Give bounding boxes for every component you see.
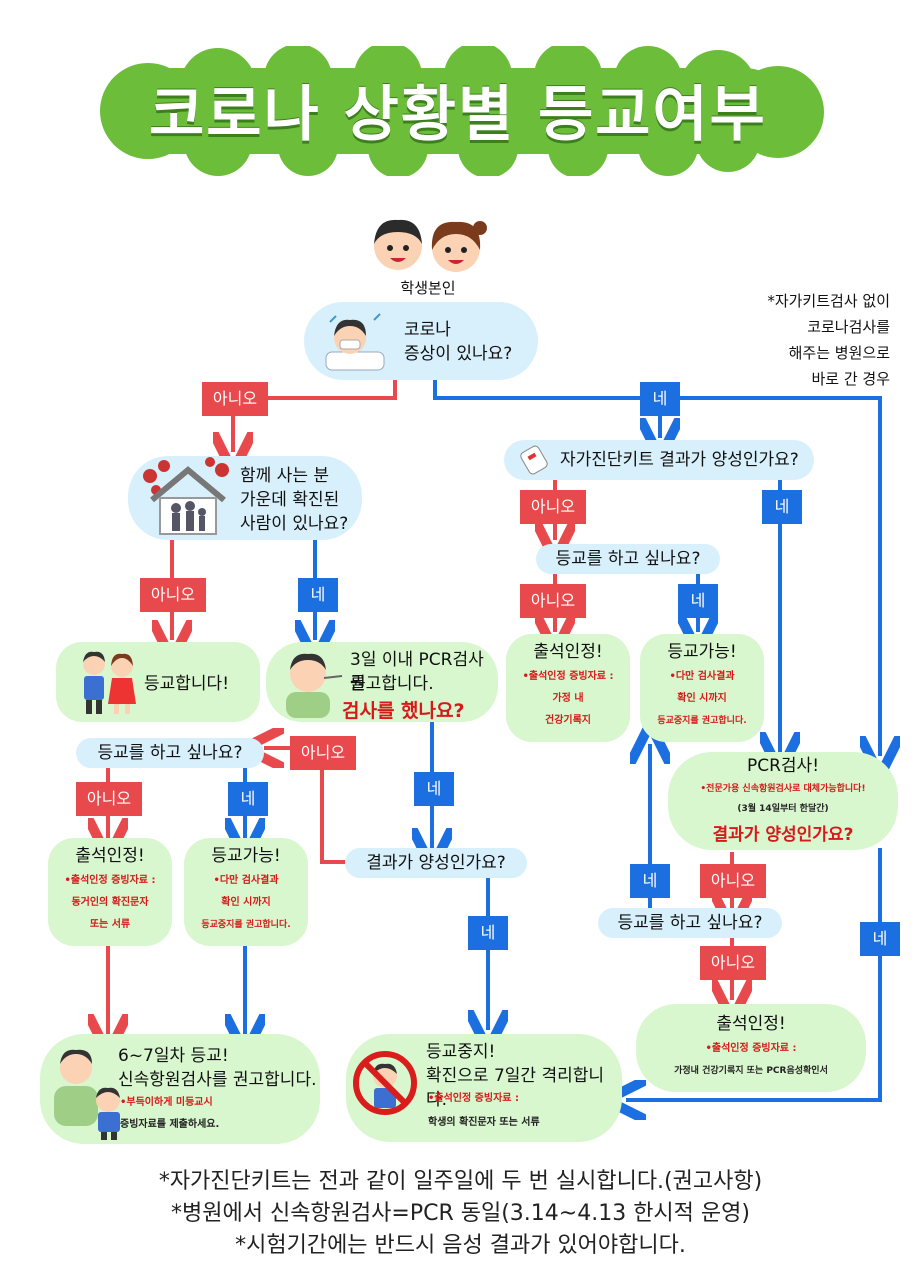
household-question-node: 함께 사는 분 가운데 확진된 사람이 있나요? [128,456,362,540]
pcr-test-note-2: (3월 14일부터 한달간) [737,804,829,814]
no-tag: 아니오 [700,946,766,980]
test-kit-icon [520,445,548,475]
no-tag: 아니오 [140,578,206,612]
canattend-right-note-3: 등교중지를 권고합니다. [657,716,747,726]
stop-note-1: •출석인정 증빙자료 : [428,1093,519,1104]
bottom-notes: *자가진단키트는 전과 같이 일주일에 두 번 실시합니다.(권고사항) *병원… [0,1166,921,1262]
parent-child-icon [54,1049,120,1140]
side-note-line: 바로 간 경우 [811,370,890,388]
yes-tag: 네 [414,772,454,806]
want-question-right-node: 등교를 하고 싶나요? [536,544,720,574]
stop-line2: 확진으로 7일간 격리합니다. [426,1066,605,1110]
attend-right-title: 출석인정! [533,642,603,662]
attend-pcr-note-2: 가정내 건강기록지 또는 PCR음성확인서 [674,1066,828,1076]
symptom-question-node: 코로나 증상이 있나요? [304,302,538,380]
no-school-icon [353,1051,417,1115]
yes-tag: 네 [640,382,680,416]
yes-tag: 네 [860,922,900,956]
yes-tag: 네 [630,864,670,898]
day67-line1: 6~7일차 등교! [118,1046,229,1066]
no-tag: 아니오 [202,382,268,416]
symptom-question-line1: 코로나 [404,320,451,340]
want-question-left-node: 등교를 하고 싶나요? [76,738,264,768]
side-note-line: *자가키트검사 없이 [767,292,890,310]
day67-line2: 신속항원검사를 권고합니다. [118,1070,317,1090]
day67-note-1: •부득이하게 미등교시 [120,1097,213,1108]
canattend-left-note-3: 등교중지를 권고합니다. [201,920,291,930]
canattend-right-node: 등교가능! •다만 검사결과 확인 시까지 등교중지를 권고합니다. [640,634,764,742]
pcr-test-node: PCR검사! •전문가용 신속항원검사로 대체가능합니다! (3월 14일부터 … [668,752,898,850]
attend-pcr-note-1: •출석인정 증빙자료 : [705,1043,797,1054]
title-cloud [100,46,824,176]
yes-tag: 네 [678,584,718,618]
attend-left-title: 출석인정! [75,846,145,866]
household-question-line3: 사람이 있나요? [240,514,349,534]
result-question-text: 결과가 양성인가요? [366,853,506,873]
canattend-right-note-1: •다만 검사결과 [669,671,735,682]
result-question-node: 결과가 양성인가요? [345,848,527,878]
bottom-note-1: *자가진단키트는 전과 같이 일주일에 두 번 실시합니다.(권고사항) [158,1169,763,1194]
canattend-left-title: 등교가능! [211,846,281,866]
yes-tag: 네 [468,916,508,950]
pcr-test-title: PCR검사! [746,756,820,776]
attend-left-note-3: 또는 서류 [89,919,131,930]
attend-left-note-1: •출석인정 증빙자료 : [64,875,156,886]
page-title: 코로나 상황별 등교여부 [149,80,767,150]
students-backpack-icon [83,651,136,714]
house-virus-icon [143,457,229,535]
go-school-text: 등교합니다! [144,674,230,694]
pcr-test-question: 결과가 양성인가요? [712,825,854,845]
household-question-line1: 함께 사는 분 [240,466,330,486]
canattend-right-note-2: 확인 시까지 [677,693,727,704]
go-school-node: 등교합니다! [56,642,260,722]
kit-question-node: 자가진단키트 결과가 양성인가요? [504,440,814,480]
no-tag: 아니오 [290,736,356,770]
no-tag: 아니오 [700,864,766,898]
yes-tag: 네 [228,782,268,816]
canattend-left-note-1: •다만 검사결과 [213,875,279,886]
canattend-left-node: 등교가능! •다만 검사결과 확인 시까지 등교중지를 권고합니다. [184,838,308,946]
stop-school-node: 등교중지! 확진으로 7일간 격리합니다. •출석인정 증빙자료 : 학생의 확… [346,1034,622,1142]
attend-left-node: 출석인정! •출석인정 증빙자료 : 동거인의 확진문자 또는 서류 [48,838,172,946]
side-note: *자가키트검사 없이 코로나검사를 해주는 병원으로 바로 간 경우 [700,288,890,392]
stop-note-2: 학생의 확진문자 또는 서류 [428,1117,540,1128]
canattend-right-title: 등교가능! [667,642,737,662]
kit-question-text: 자가진단키트 결과가 양성인가요? [560,450,799,470]
yes-tag: 네 [298,578,338,612]
want-question-pcr-node: 등교를 하고 싶나요? [598,908,782,938]
students-icon [374,219,487,272]
stop-line1: 등교중지! [426,1042,496,1062]
bottom-note-3: *시험기간에는 반드시 음성 결과가 있어야합니다. [235,1233,686,1258]
student-label: 학생본인 [400,279,456,297]
no-tag: 아니오 [520,584,586,618]
household-question-line2: 가운데 확진된 [240,490,340,510]
side-note-line: 해주는 병원으로 [788,344,890,362]
attend-right-note-3: 건강기록지 [545,715,591,726]
canattend-left-note-2: 확인 시까지 [221,897,271,908]
attend-pcr-title: 출석인정! [716,1014,786,1034]
no-tag: 아니오 [520,490,586,524]
pcr-recommend-line2: 권고합니다. [350,674,434,694]
no-tag: 아니오 [76,782,142,816]
attend-right-note-2: 가정 내 [552,693,584,704]
attend-right-note-1: •출석인정 증빙자료 : [522,671,614,682]
pcr-test-note-1: •전문가용 신속항원검사로 대체가능합니다! [700,784,866,794]
pcr-recommend-node: 3일 이내 PCR검사를 권고합니다. 검사를 했나요? [266,642,498,722]
attend-pcr-node: 출석인정! •출석인정 증빙자료 : 가정내 건강기록지 또는 PCR음성확인서 [636,1004,866,1092]
side-note-line: 코로나검사를 [807,318,890,336]
attend-right-node: 출석인정! •출석인정 증빙자료 : 가정 내 건강기록지 [506,634,630,742]
bottom-note-2: *병원에서 신속항원검사=PCR 동일(3.14~4.13 한시적 운영) [171,1201,750,1226]
want-question-left-text: 등교를 하고 싶나요? [97,743,243,763]
want-question-right-text: 등교를 하고 싶나요? [555,549,701,569]
day67-node: 6~7일차 등교! 신속항원검사를 권고합니다. •부득이하게 미등교시 증빙자… [40,1034,320,1144]
attend-left-note-2: 동거인의 확진문자 [71,897,149,908]
sick-child-icon [325,313,385,371]
symptom-question-line2: 증상이 있나요? [404,344,513,364]
swab-test-icon [286,653,343,718]
pcr-recommend-line1: 3일 이내 PCR검사를 [350,650,484,694]
day67-note-2: 증빙자료를 제출하세요. [120,1119,220,1130]
yes-tag: 네 [762,490,802,524]
pcr-recommend-question: 검사를 했나요? [342,700,465,722]
want-question-pcr-text: 등교를 하고 싶나요? [617,913,763,933]
